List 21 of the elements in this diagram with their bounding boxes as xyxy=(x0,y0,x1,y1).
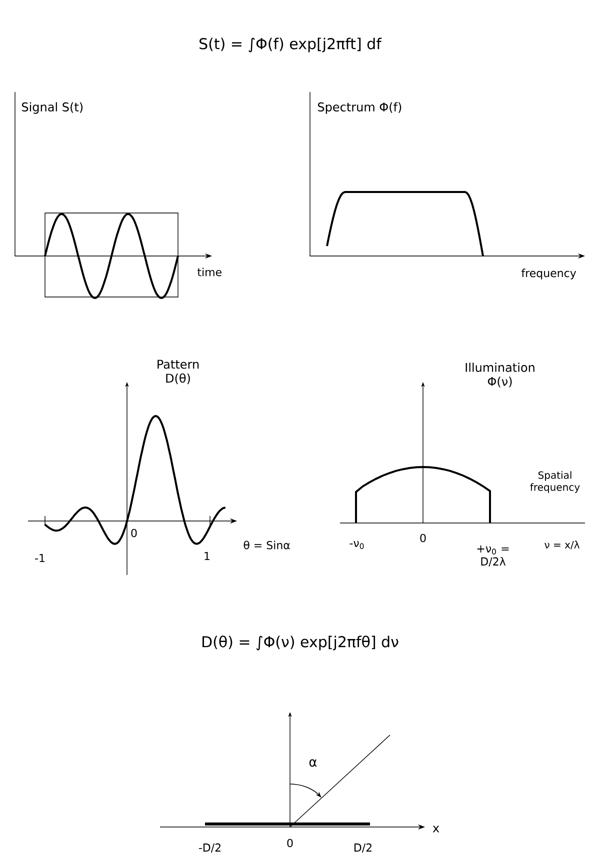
tick-label: -D/2 xyxy=(198,843,220,853)
plot-title: Pattern D(θ) xyxy=(158,360,199,384)
tick-label: D/2 xyxy=(354,843,372,853)
plot-title: Illumination Φ(ν) xyxy=(466,362,534,388)
axis-label: time xyxy=(198,268,222,276)
formula: D(θ) = ∫Φ(ν) exp[j2πfθ] dν xyxy=(202,636,398,650)
axis-label: x xyxy=(432,826,440,832)
tick-label: 1 xyxy=(204,552,210,560)
tick-label: +ν$_{0}$ = D/2λ xyxy=(477,546,509,566)
axis-label: frequency xyxy=(521,268,576,280)
tick-label: 0 xyxy=(420,534,426,542)
axis-label: ν = x/λ xyxy=(544,540,580,550)
tick-label: -ν$_{0}$ xyxy=(350,540,364,550)
tick-label: -1 xyxy=(35,554,44,562)
angle-label: α xyxy=(309,759,317,767)
tick-label: 0 xyxy=(131,528,137,538)
plot-title: Spectrum Φ(f) xyxy=(318,102,402,114)
formula: S(t) = ∫Φ(f) exp[j2πft] df xyxy=(200,38,382,52)
tick-label: 0 xyxy=(287,838,293,848)
plot-title: Signal S(t) xyxy=(22,102,83,114)
axis-label: θ = Sinα xyxy=(244,540,290,550)
